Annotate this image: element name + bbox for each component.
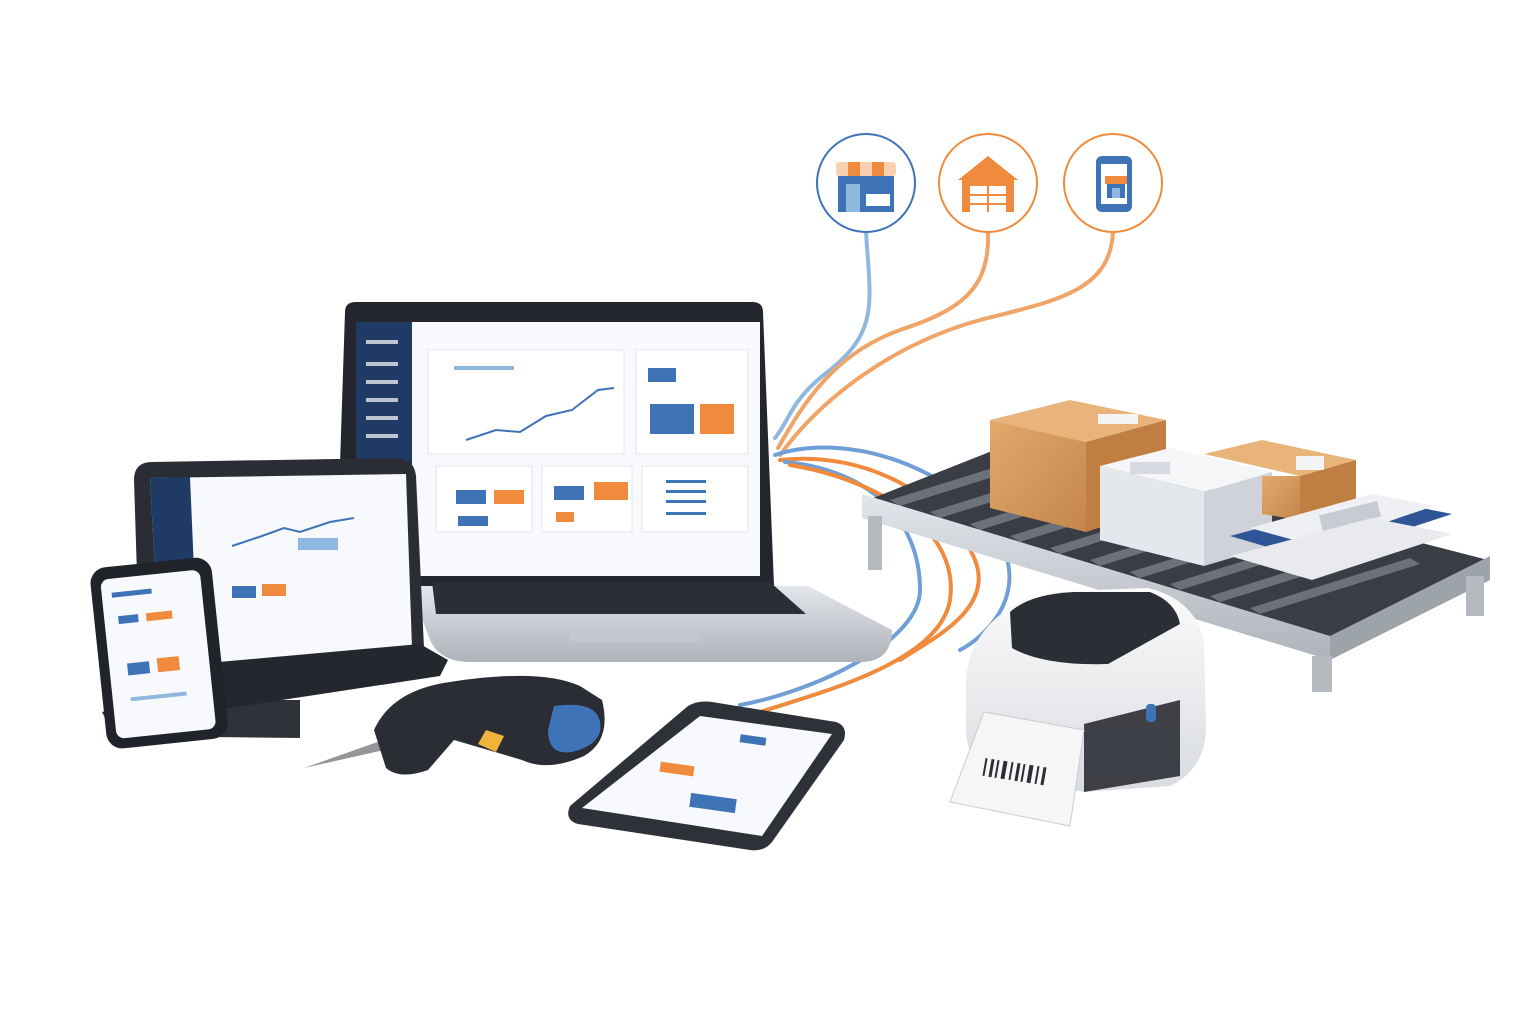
- cable-warehouse: [776, 230, 991, 450]
- cable-tablet-orange: [758, 463, 953, 714]
- package-icon: [990, 400, 1452, 580]
- cable-storefront: [773, 230, 872, 440]
- cable-printer-orange: [778, 456, 981, 662]
- smartphone-icon: [90, 557, 228, 749]
- channel-warehouse: [938, 133, 1038, 233]
- warehouse-icon: [958, 156, 1018, 212]
- connection-cables: [738, 230, 1115, 714]
- handheld-tablet-icon: [568, 701, 845, 851]
- mobile-shop-icon: [1096, 156, 1132, 212]
- barcode-scanner-icon: [304, 675, 605, 775]
- channel-storefront: [816, 133, 916, 233]
- laptop-icon: [336, 302, 892, 662]
- storefront-icon: [836, 162, 896, 212]
- cable-mobile-shop: [778, 230, 1115, 457]
- label-printer-icon: [949, 588, 1206, 827]
- channel-mobile-shop: [1063, 133, 1163, 233]
